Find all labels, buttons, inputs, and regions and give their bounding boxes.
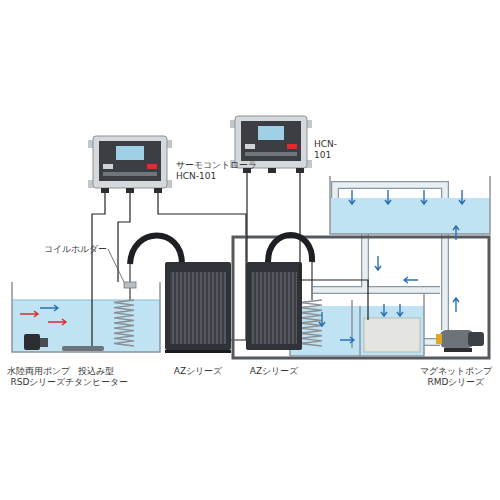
cooling-coil	[129, 262, 131, 300]
thermo-controller-left	[103, 172, 157, 176]
display-tank	[330, 198, 490, 234]
chiller-hose-right	[268, 235, 312, 262]
flow-arrows-red	[48, 319, 66, 325]
thermo-controller-left	[154, 188, 162, 193]
flow-arrows-red	[20, 305, 66, 325]
part-label: サーモコントローラ HCN-101	[176, 160, 257, 183]
flow-arrows-blue	[404, 277, 418, 283]
flow-arrows-red	[40, 305, 58, 311]
thermo-controller-left	[93, 136, 167, 188]
chiller-right	[246, 262, 302, 350]
flow-arrows-blue	[397, 304, 403, 316]
flow-arrows-blue	[375, 256, 381, 270]
left-tank	[12, 282, 160, 352]
amphibious-pump	[40, 338, 48, 347]
flow-arrows-blue	[319, 190, 465, 343]
sump	[364, 318, 420, 352]
display-tank	[330, 176, 490, 234]
cooling-coil-right	[311, 262, 313, 300]
flow-arrows-red	[20, 311, 38, 317]
flow-arrows-blue	[453, 298, 459, 312]
sump	[290, 294, 424, 356]
thermo-controller-right	[241, 121, 301, 161]
titanium-heater	[62, 346, 104, 351]
display-tank	[330, 176, 490, 234]
chiller-left	[170, 272, 226, 344]
thermo-controller-left	[116, 146, 144, 160]
thermo-controller-left	[101, 188, 109, 193]
flow-arrows-blue	[453, 226, 459, 240]
flow-arrows-blue	[421, 190, 427, 204]
chiller-left	[165, 262, 231, 350]
titanium-heater	[62, 192, 105, 351]
magnet-pump	[436, 330, 484, 352]
chiller-hose	[130, 236, 182, 265]
part-label: AZシリーズ	[250, 366, 298, 377]
chiller-left	[165, 350, 231, 353]
flow-arrows-blue	[381, 304, 387, 316]
sump	[359, 306, 361, 356]
flow-arrows-blue	[385, 190, 391, 204]
flow-arrows-blue	[340, 337, 354, 343]
cooling-coil	[114, 300, 134, 346]
left-tank	[12, 300, 160, 301]
cooling-coil	[114, 262, 136, 346]
controller-wire	[118, 192, 130, 282]
flow-arrows-blue	[459, 190, 465, 204]
controller-wire	[118, 192, 246, 340]
part-label: マグネットポンプ RMDシリーズ	[420, 366, 492, 389]
thermo-controller-right	[258, 126, 284, 140]
thermo-controller-right	[245, 152, 297, 156]
flow-arrows-blue	[319, 312, 325, 326]
flow-arrows-blue	[349, 190, 355, 204]
sump	[290, 294, 424, 356]
magnet-pump	[444, 348, 472, 352]
thermo-controller-left	[99, 141, 161, 181]
chiller-right	[251, 272, 297, 344]
titanium-heater	[92, 192, 105, 346]
part-label: 投込み型 チタンヒーター	[65, 366, 128, 389]
leader-line	[108, 249, 124, 282]
controller-wire-right	[247, 172, 368, 320]
cooling-coil-right	[300, 300, 322, 346]
thermo-controller-right	[296, 168, 304, 173]
left-tank	[12, 300, 160, 352]
amphibious-pump	[24, 334, 48, 350]
thermo-controller-left	[103, 164, 113, 169]
controller-wire-right	[246, 172, 247, 262]
cooling-coil-right	[300, 262, 322, 346]
cooling-coil	[124, 282, 136, 288]
amphibious-pump	[24, 334, 40, 350]
magnet-pump	[436, 334, 442, 344]
part-label: コイルホルダー	[44, 244, 107, 255]
part-label: 水陸両用ポンプ RSDシリーズ	[7, 366, 70, 389]
controller-wire-right	[300, 172, 368, 320]
leader-line	[108, 249, 124, 282]
magnet-pump	[468, 332, 484, 346]
chiller-hose	[130, 236, 182, 265]
left-tank	[12, 282, 160, 352]
chiller-right	[246, 262, 302, 350]
thermo-controller-right	[245, 144, 255, 149]
thermo-controller-right	[268, 168, 276, 173]
thermo-controller-left	[88, 136, 172, 193]
thermo-controller-left	[147, 164, 157, 169]
chiller-hose-right	[268, 235, 312, 262]
thermo-controller-left	[126, 188, 134, 193]
part-label: HCN-101	[314, 139, 337, 162]
thermo-controller-right	[287, 144, 297, 149]
part-label: AZシリーズ	[174, 366, 222, 377]
chiller-left	[165, 262, 231, 353]
